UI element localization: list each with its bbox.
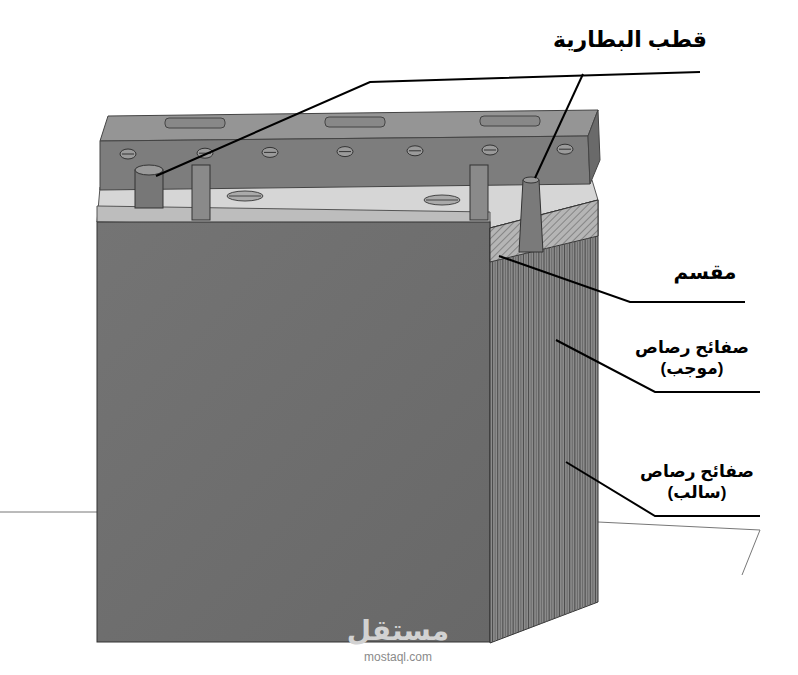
plate bbox=[592, 237, 593, 604]
lid-cap bbox=[325, 117, 385, 127]
plate bbox=[528, 253, 529, 629]
plate bbox=[536, 251, 537, 626]
screw-slot bbox=[559, 149, 571, 150]
plate bbox=[585, 239, 586, 607]
screw-slot bbox=[122, 154, 134, 155]
plate bbox=[556, 246, 557, 618]
plate bbox=[549, 248, 550, 621]
plate-label: صفائح رصاص (سالب) bbox=[637, 461, 757, 504]
plate bbox=[538, 250, 539, 624]
plate bbox=[559, 245, 560, 616]
case-front bbox=[97, 222, 490, 642]
plate bbox=[510, 257, 511, 635]
leader-line bbox=[535, 74, 583, 178]
screw bbox=[262, 147, 278, 157]
post bbox=[192, 165, 210, 220]
plate bbox=[533, 251, 534, 626]
plate bbox=[531, 252, 532, 627]
lid-front bbox=[100, 136, 590, 190]
ground-line bbox=[598, 522, 760, 575]
plate-label: صفائح رصاص (موجب) bbox=[632, 337, 752, 380]
lid-cap bbox=[480, 116, 540, 126]
vent bbox=[227, 191, 263, 201]
plate bbox=[518, 255, 519, 632]
plate bbox=[495, 261, 496, 641]
separator-label: مقسم bbox=[674, 260, 737, 285]
screw bbox=[337, 147, 353, 157]
plate bbox=[582, 240, 583, 608]
plate bbox=[502, 259, 503, 638]
plate bbox=[500, 260, 501, 640]
plate bbox=[577, 241, 578, 610]
plate bbox=[523, 254, 524, 630]
terminal-top bbox=[135, 165, 163, 175]
plate bbox=[562, 245, 563, 616]
plate bbox=[492, 261, 493, 642]
screw bbox=[557, 144, 573, 154]
terminal bbox=[519, 180, 543, 252]
screw bbox=[407, 146, 423, 156]
vent-slot bbox=[229, 196, 261, 197]
screw-slot bbox=[484, 150, 496, 151]
plate bbox=[574, 242, 575, 611]
screw-slot bbox=[339, 151, 351, 152]
plate bbox=[564, 244, 565, 615]
lead-plates bbox=[493, 237, 596, 642]
terminal-top bbox=[523, 177, 539, 183]
screw bbox=[482, 145, 498, 155]
plate bbox=[520, 255, 521, 632]
plate bbox=[590, 238, 591, 605]
plate bbox=[546, 248, 547, 621]
plate bbox=[580, 240, 581, 609]
lid-cap bbox=[165, 118, 225, 128]
plate bbox=[513, 256, 514, 634]
leader-line bbox=[499, 256, 745, 302]
plate bbox=[526, 253, 527, 629]
plate bbox=[569, 243, 570, 613]
plate bbox=[567, 243, 568, 613]
plate bbox=[572, 242, 573, 612]
plate bbox=[595, 237, 596, 603]
post bbox=[470, 165, 488, 220]
vent-slot bbox=[426, 200, 458, 201]
plate bbox=[515, 256, 516, 633]
vent bbox=[424, 195, 460, 205]
ground-line bbox=[0, 512, 97, 513]
plate bbox=[508, 258, 509, 637]
plate bbox=[587, 238, 588, 605]
lid-screws bbox=[120, 144, 573, 159]
case-side bbox=[490, 200, 598, 643]
screw-slot bbox=[264, 152, 276, 153]
plate bbox=[541, 250, 542, 624]
plate bbox=[497, 260, 498, 640]
terminal-label: قطب البطارية bbox=[553, 26, 707, 54]
lid-side bbox=[588, 110, 600, 184]
screw bbox=[120, 149, 136, 159]
watermark: مستقل bbox=[347, 613, 449, 648]
screw-slot bbox=[409, 150, 421, 151]
watermark-url: mostaql.com bbox=[364, 650, 432, 665]
leader-line bbox=[156, 72, 700, 176]
plate bbox=[551, 247, 552, 619]
plate bbox=[505, 258, 506, 637]
plate bbox=[544, 249, 545, 623]
plate bbox=[554, 247, 555, 619]
